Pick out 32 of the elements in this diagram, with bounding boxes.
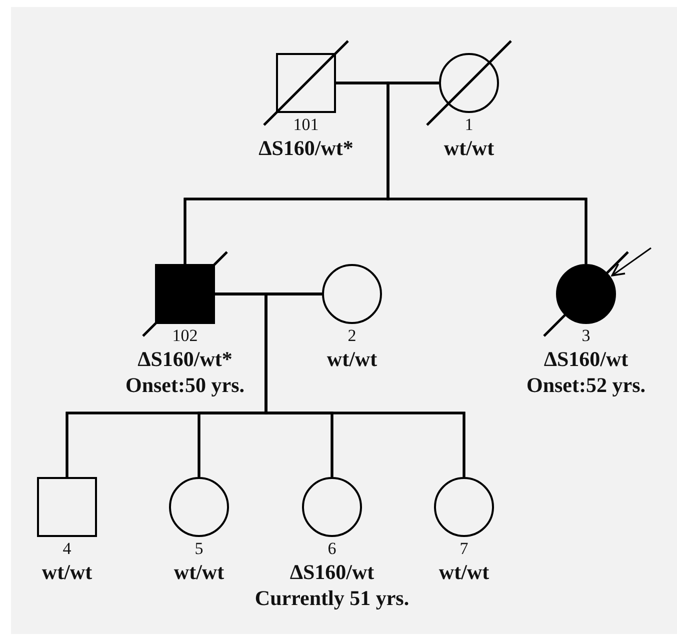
individual-number: 4 — [62, 539, 72, 559]
pedigree-line — [264, 292, 466, 477]
genotype-label: ΔS160/wt — [544, 346, 628, 372]
female-circle — [439, 53, 499, 113]
genotype-label: wt/wt — [438, 559, 490, 585]
female-circle — [169, 477, 229, 537]
female-circle — [302, 477, 362, 537]
individual-number: 7 — [460, 539, 468, 559]
individual-number: 101 — [293, 115, 319, 135]
female-circle — [434, 477, 494, 537]
individual-number: 5 — [194, 539, 204, 559]
individual-number: 2 — [348, 326, 356, 346]
genotype-label: wt/wt — [444, 135, 494, 161]
genotype-label: wt/wt — [326, 346, 378, 372]
genotype-label: ΔS160/wt* — [258, 135, 354, 161]
genotype-label: ΔS160/wt — [290, 559, 374, 585]
proband-arrow — [611, 247, 652, 276]
pedigree-line — [386, 82, 588, 264]
genotype-label: wt/wt — [174, 559, 224, 585]
female-circle — [322, 264, 382, 324]
male-square — [37, 477, 97, 537]
individual-number: 1 — [464, 115, 474, 135]
male-square — [276, 53, 336, 113]
age-label: Onset:50 yrs. — [126, 372, 244, 398]
age-label: Currently 51 yrs. — [254, 585, 410, 611]
genotype-label: ΔS160/wt* — [138, 346, 232, 372]
individual-number: 3 — [582, 326, 590, 346]
age-label: Onset:52 yrs. — [526, 372, 646, 398]
individual-number: 6 — [328, 539, 336, 559]
individual-number: 102 — [172, 326, 198, 346]
affected-male-square — [155, 264, 215, 324]
genotype-label: wt/wt — [42, 559, 92, 585]
